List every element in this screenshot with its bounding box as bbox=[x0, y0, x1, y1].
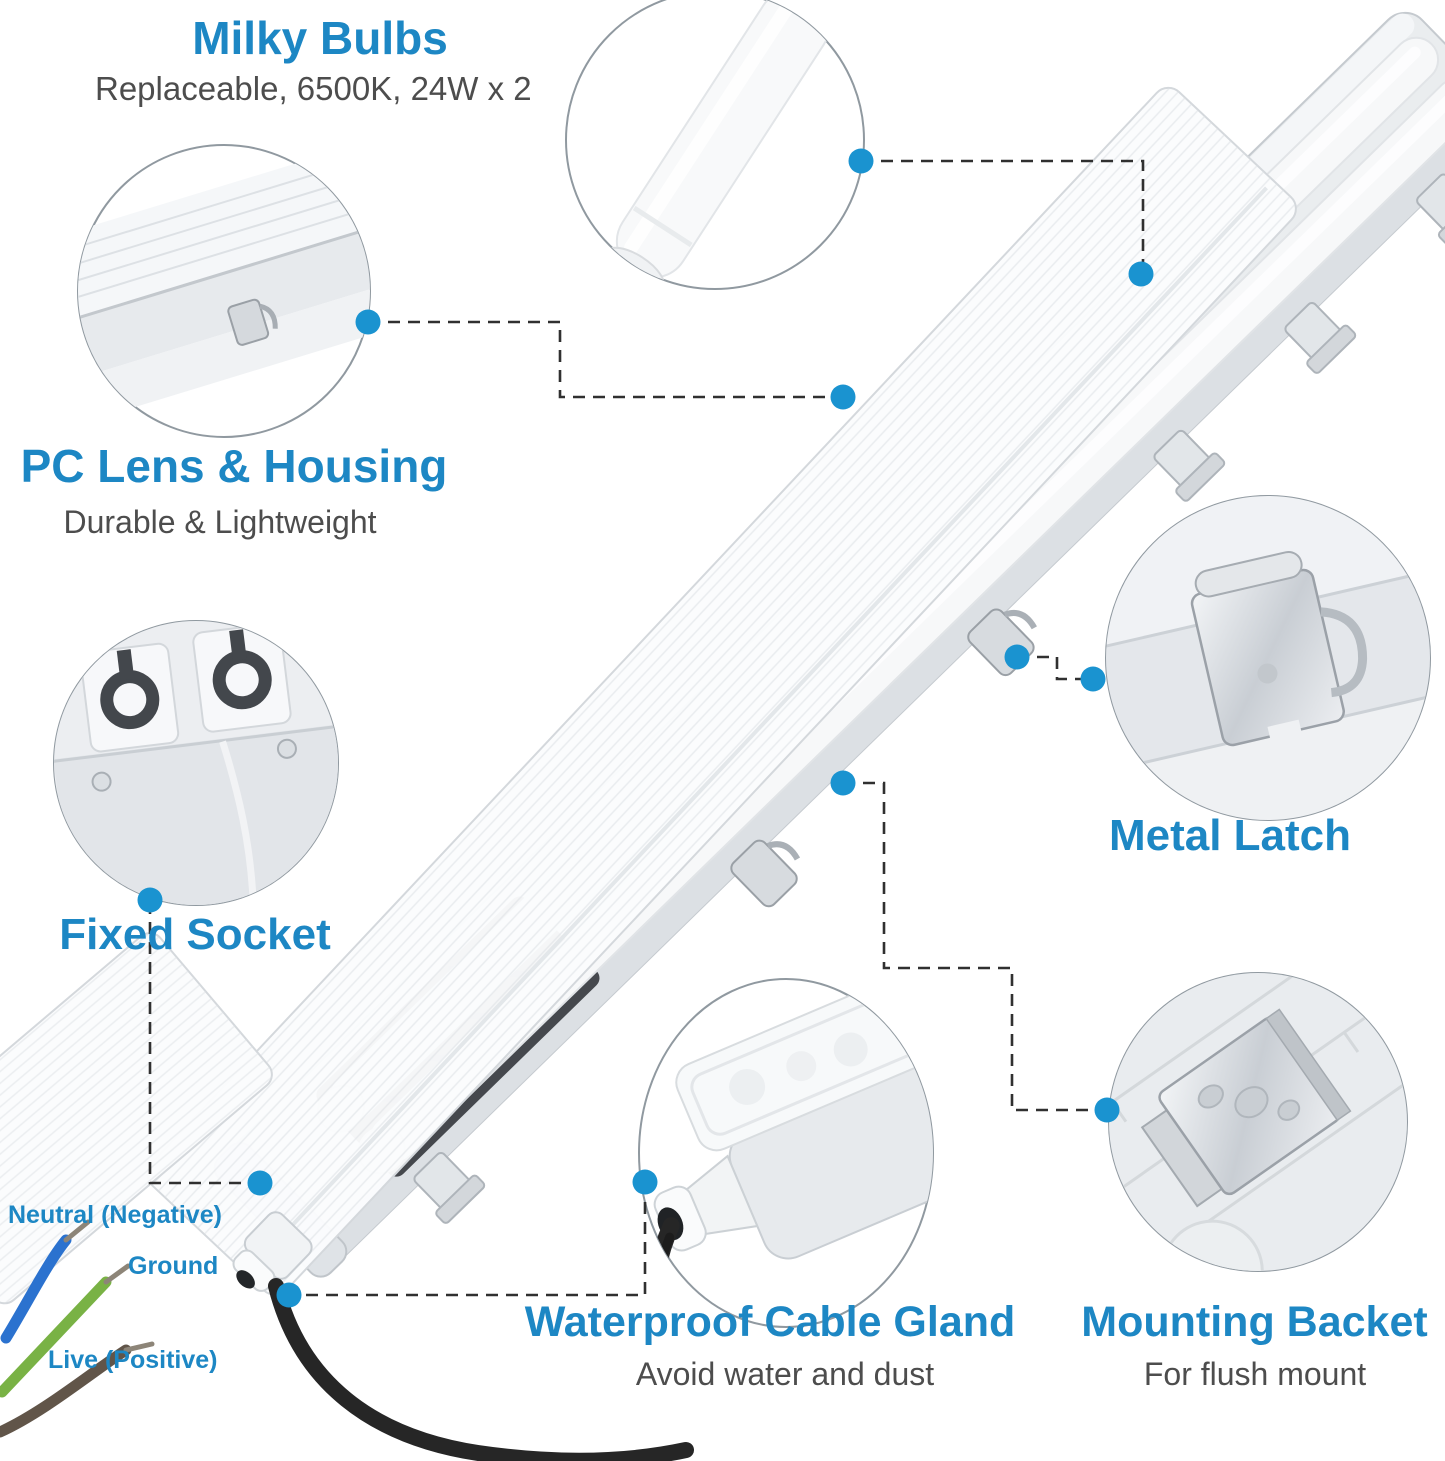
wires bbox=[0, 1219, 155, 1438]
leader-bracket bbox=[843, 781, 1105, 1112]
inset-milky-bulb bbox=[565, 0, 865, 290]
leader-socket bbox=[148, 902, 258, 1185]
wire-label-live: Live (Positive) bbox=[48, 1346, 218, 1374]
callout-title-milky-bulbs: Milky Bulbs bbox=[192, 12, 448, 64]
inset-fixed-socket bbox=[53, 620, 339, 906]
leader-bulb bbox=[861, 159, 1145, 272]
leader-housing bbox=[368, 320, 843, 399]
callout-subtitle-mounting-bracket: For flush mount bbox=[1143, 1356, 1367, 1392]
ground-wire bbox=[0, 1276, 112, 1398]
tube-socket bbox=[192, 622, 292, 733]
power-cable bbox=[268, 1278, 694, 1461]
pc-lens-panel bbox=[146, 86, 1297, 1296]
leader-dots bbox=[137, 148, 1154, 1308]
tube-pin bbox=[621, 285, 641, 289]
mounting-bracket-on-fixture bbox=[413, 173, 1445, 1224]
live-wire bbox=[0, 1344, 132, 1438]
callout-title-mounting-bracket: Mounting Backet bbox=[1081, 1298, 1428, 1346]
tube-socket bbox=[79, 642, 180, 753]
wire-label-neutral: Neutral (Negative) bbox=[8, 1201, 222, 1229]
callout-title-cable-gland: Waterproof Cable Gland bbox=[524, 1298, 1016, 1346]
callout-subtitle-pc-lens: Durable & Lightweight bbox=[63, 504, 377, 540]
inset-cable-gland bbox=[638, 978, 934, 1328]
wire-label-ground: Ground bbox=[128, 1252, 219, 1280]
leader-latch bbox=[1017, 655, 1093, 681]
callout-title-fixed-socket: Fixed Socket bbox=[59, 910, 331, 959]
callout-title-pc-lens: PC Lens & Housing bbox=[20, 440, 448, 492]
callout-subtitle-cable-gland: Avoid water and dust bbox=[635, 1356, 935, 1392]
knockout-circle bbox=[1160, 1219, 1264, 1271]
inset-housing-closeup bbox=[77, 144, 371, 438]
leader-gland bbox=[291, 1182, 647, 1297]
cable-gland-on-fixture bbox=[232, 1211, 694, 1461]
callout-subtitle-milky-bulbs: Replaceable, 6500K, 24W x 2 bbox=[95, 70, 532, 107]
callout-title-metal-latch: Metal Latch bbox=[1108, 811, 1352, 860]
tube-pin bbox=[591, 271, 619, 289]
neutral-wire bbox=[0, 1234, 72, 1344]
leader-lines bbox=[148, 159, 1145, 1297]
lens-detached-corner bbox=[0, 932, 273, 1305]
